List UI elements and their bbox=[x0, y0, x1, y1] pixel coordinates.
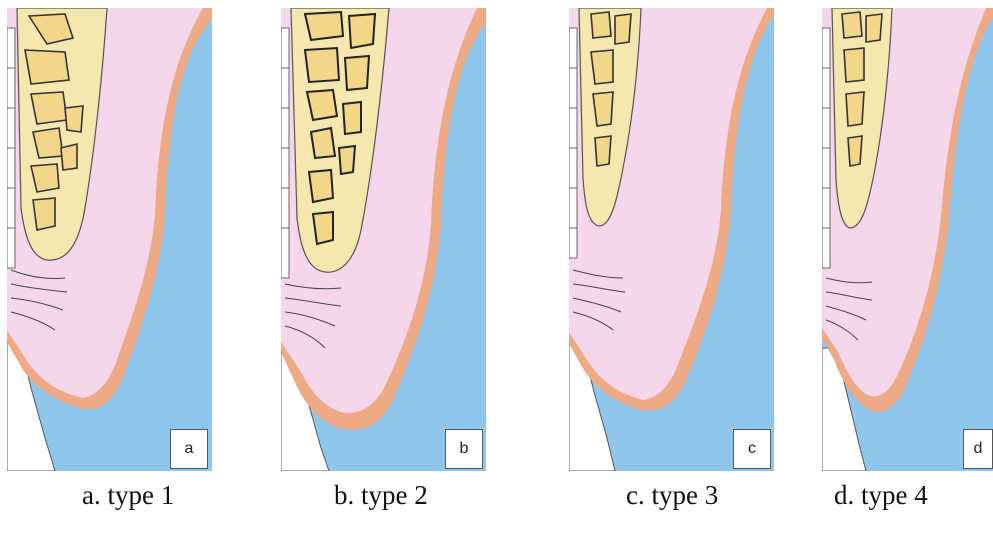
panel-b: b bbox=[281, 8, 486, 471]
caption-type-4: d. type 4 bbox=[834, 480, 928, 511]
caption-type-1: a. type 1 bbox=[82, 480, 174, 511]
tooth-surface bbox=[7, 28, 15, 268]
panel-letter-label-d: d bbox=[963, 429, 993, 469]
panel-letter-label-c: c bbox=[733, 429, 771, 469]
tooth-surface bbox=[281, 28, 289, 278]
panel-d: d bbox=[822, 8, 993, 471]
tooth-surface bbox=[822, 28, 830, 268]
panel-letter-label-a: a bbox=[170, 429, 208, 469]
caption-type-2: b. type 2 bbox=[334, 480, 428, 511]
panel-letter-label-b: b bbox=[445, 429, 483, 469]
panel-c: c bbox=[569, 8, 774, 471]
panel-a: a bbox=[7, 8, 212, 471]
tissue-diagram-d bbox=[822, 8, 993, 471]
caption-type-3: c. type 3 bbox=[626, 480, 718, 511]
tissue-diagram-b bbox=[281, 8, 486, 471]
tissue-diagram-a bbox=[7, 8, 212, 471]
tissue-diagram-c bbox=[569, 8, 774, 471]
tooth-surface bbox=[569, 28, 577, 258]
